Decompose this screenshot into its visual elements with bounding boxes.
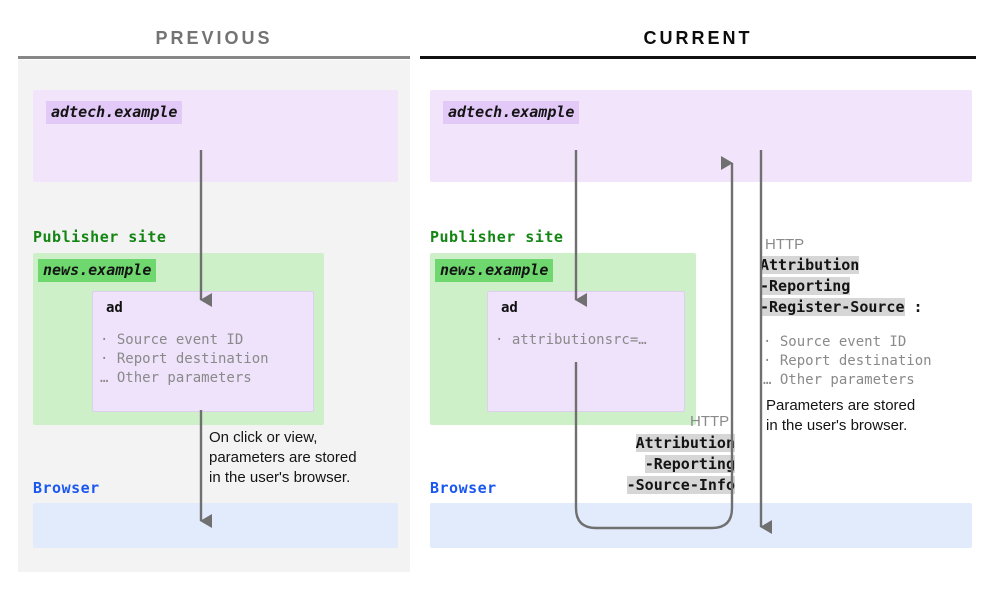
ad-card-title-current: ad: [501, 300, 518, 316]
http-header-source-info-line-3: -Source-Info: [626, 476, 735, 494]
annotation-previous: On click or view, parameters are stored …: [209, 429, 357, 486]
http-header-register-source: Attribution -Reporting -Register-Source …: [760, 255, 990, 318]
chip-news-example-current: news.example: [435, 259, 554, 282]
http-header-source-info-line-1: Attribution: [635, 434, 735, 452]
http-header-source-info-line-2: -Reporting: [644, 455, 735, 473]
chip-news-example-previous: news.example: [38, 259, 157, 282]
browser-label-current: Browser: [430, 479, 497, 497]
ad-parameters-current: · attributionsrc=…: [495, 332, 647, 348]
ad-parameters-previous: · Source event ID · Report destination ……: [100, 332, 269, 386]
http-word-source-info: HTTP: [690, 413, 730, 430]
annotation-current: Parameters are stored in the user's brow…: [766, 397, 916, 434]
chip-adtech-example-current: adtech.example: [443, 101, 580, 124]
http-header-register-source-line-3: -Register-Source :: [760, 298, 923, 316]
column-title-previous: PREVIOUS: [155, 28, 273, 48]
publisher-site-label-previous: Publisher site: [33, 228, 167, 246]
http-word-register-source: HTTP: [765, 236, 805, 253]
ad-card-title-previous: ad: [106, 300, 123, 316]
browser-zone-previous: [33, 503, 398, 548]
ad-card-previous: [92, 291, 314, 412]
chip-adtech-example-previous: adtech.example: [46, 101, 183, 124]
http-header-register-source-line-1: Attribution: [760, 256, 860, 274]
column-title-current: CURRENT: [643, 28, 753, 48]
column-rule-current: [420, 56, 976, 59]
browser-zone-current: [430, 503, 972, 548]
register-source-parameters: · Source event ID · Report destination ……: [763, 334, 932, 388]
publisher-site-label-current: Publisher site: [430, 228, 564, 246]
http-header-source-info: Attribution -Reporting -Source-Info: [605, 433, 735, 496]
browser-label-previous: Browser: [33, 479, 100, 497]
column-rule-previous: [18, 56, 410, 59]
http-header-register-source-line-2: -Reporting: [760, 277, 851, 295]
